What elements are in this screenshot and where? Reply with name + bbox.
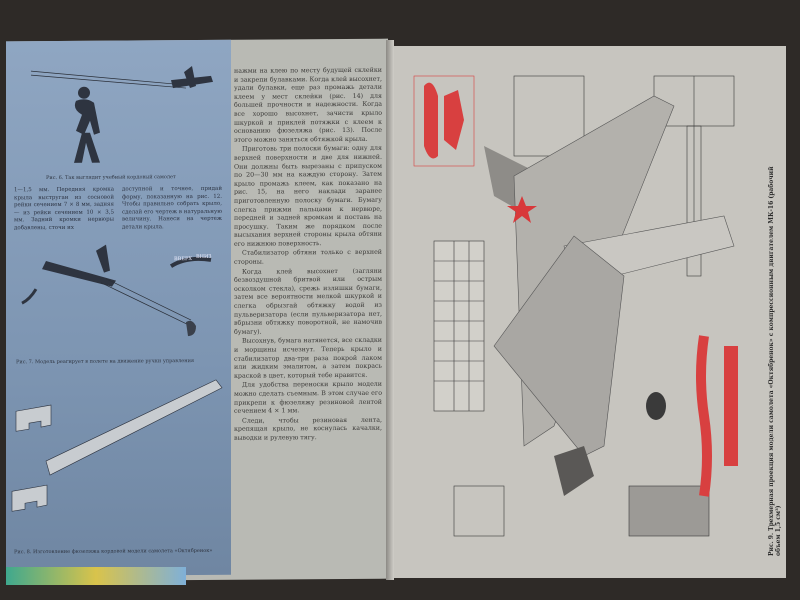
- arrow-up-label: ВВЕРХ: [174, 256, 192, 262]
- left-page: Рис. 6. Так выглядит учебный кордовый са…: [6, 38, 388, 582]
- red-star-icon: [507, 196, 537, 223]
- figure-6-caption: Рис. 6. Так выглядит учебный кордовый са…: [46, 174, 176, 182]
- figure-6-person-flying-model: [30, 66, 213, 163]
- figure-9-caption: Рис. 9. Трехмерная проекция модели самол…: [768, 166, 782, 556]
- propeller-red-drawing: [696, 335, 738, 497]
- arrow-down-label: ВНИЗ: [196, 254, 212, 260]
- book-spine: [386, 40, 394, 580]
- open-book: Рис. 6. Так выглядит учебный кордовый са…: [6, 38, 796, 585]
- intro-column-2: доступной и точнее, придай форму, показа…: [122, 185, 222, 231]
- figure-9-airplane-drawing: [413, 75, 738, 537]
- paragraph: Когда клей высохнет (загляни безвоздушно…: [234, 267, 382, 336]
- blue-illustration-panel: Рис. 6. Так выглядит учебный кордовый са…: [6, 39, 231, 577]
- body-text-column: нажми на клею по месту будущей склейки и…: [234, 67, 382, 445]
- intro-column-1: 1—1,5 мм. Передняя кромка крыла выструга…: [14, 186, 114, 232]
- figure-7-caption: Рис. 7. Модель реагирует в полете на дви…: [16, 358, 195, 366]
- paragraph: Стабилизатор обтяни только с верхней сто…: [234, 249, 382, 266]
- figure-8-fuselage-parts: [11, 379, 223, 512]
- figure-7-control-diagram: ВВЕРХ ВНИЗ: [21, 244, 212, 337]
- paragraph: Для удобства переноски крыло модели можн…: [234, 381, 382, 415]
- paragraph: Высохнув, бумага натянется, все складки …: [234, 337, 382, 380]
- right-page: Рис. 9. Трехмерная проекция модели самол…: [394, 46, 786, 578]
- book-cover-edge: [6, 567, 186, 585]
- paragraph: нажми на клею по месту будущей склейки и…: [234, 66, 382, 144]
- paragraph: Приготовь три полоски бумаги: одну для в…: [234, 145, 382, 248]
- figure-8-caption: Рис. 8. Изготовление фюзеляжа кордовой м…: [14, 547, 213, 556]
- paragraph: Следи, чтобы резиновая лента, крепящая к…: [234, 416, 382, 442]
